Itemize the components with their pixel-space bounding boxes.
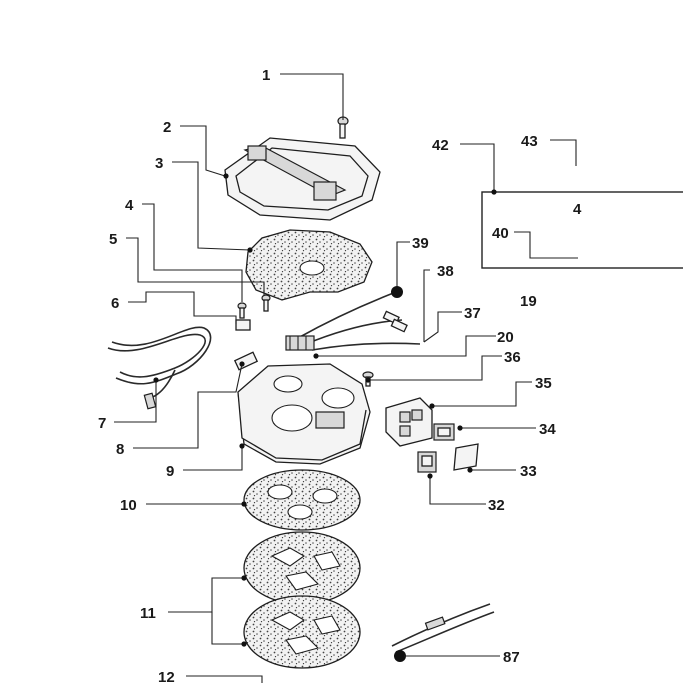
- part-4-screw: [261, 294, 271, 312]
- label-33: 33: [520, 463, 537, 480]
- part-6-clip: [235, 319, 251, 331]
- label-37: 37: [464, 305, 481, 322]
- label-34: 34: [539, 421, 556, 438]
- label-4: 4: [125, 197, 134, 214]
- leader-dots: [153, 173, 497, 647]
- part-34-switch: [433, 423, 455, 441]
- part-1-screw: [337, 116, 349, 139]
- part-2-top-lid: [224, 137, 381, 221]
- label-32: 32: [488, 497, 505, 514]
- label-2: 2: [163, 119, 171, 136]
- label-42: 42: [432, 137, 449, 154]
- label-1: 1: [262, 67, 270, 84]
- label-6: 6: [111, 295, 119, 312]
- part-7-power-cord: [107, 326, 212, 410]
- part-33-cover-plate: [453, 443, 479, 471]
- label-19: 19: [520, 293, 537, 310]
- part-32-switch: [417, 451, 437, 473]
- part-10-filter-disc: [243, 469, 361, 531]
- part-35-switch-panel: [385, 397, 433, 447]
- part-labels: 1 2 3 4 5 6 7 8 9 10 11 12 19 20 32 33 3…: [98, 67, 556, 683]
- parts-box-42: 4: [481, 191, 683, 269]
- label-12: 12: [158, 669, 175, 683]
- label-8: 8: [116, 441, 124, 458]
- part-8-bushing: [233, 351, 259, 371]
- label-3: 3: [155, 155, 163, 172]
- label-35: 35: [535, 375, 552, 392]
- label-9: 9: [166, 463, 174, 480]
- label-43: 43: [521, 133, 538, 150]
- label-87: 87: [503, 649, 520, 666]
- label-39: 39: [412, 235, 429, 252]
- label-40: 40: [492, 225, 509, 242]
- part-3-foam-pad: [245, 229, 373, 301]
- label-36: 36: [504, 349, 521, 366]
- label-10: 10: [120, 497, 137, 514]
- part-87-cable: [391, 603, 495, 662]
- part-11-foam-filter-upper: [243, 531, 361, 605]
- part-wiring-harness: [285, 286, 421, 351]
- label-11: 11: [140, 605, 156, 622]
- label-5: 5: [109, 231, 117, 248]
- box-fragment-text: 4: [573, 201, 582, 218]
- part-9-base-housing: [237, 363, 371, 465]
- leader-lines: [114, 73, 578, 683]
- part-11-foam-filter-lower: [243, 595, 361, 669]
- label-38: 38: [437, 263, 454, 280]
- label-20: 20: [497, 329, 514, 346]
- label-7: 7: [98, 415, 106, 432]
- part-5-screw: [237, 302, 247, 319]
